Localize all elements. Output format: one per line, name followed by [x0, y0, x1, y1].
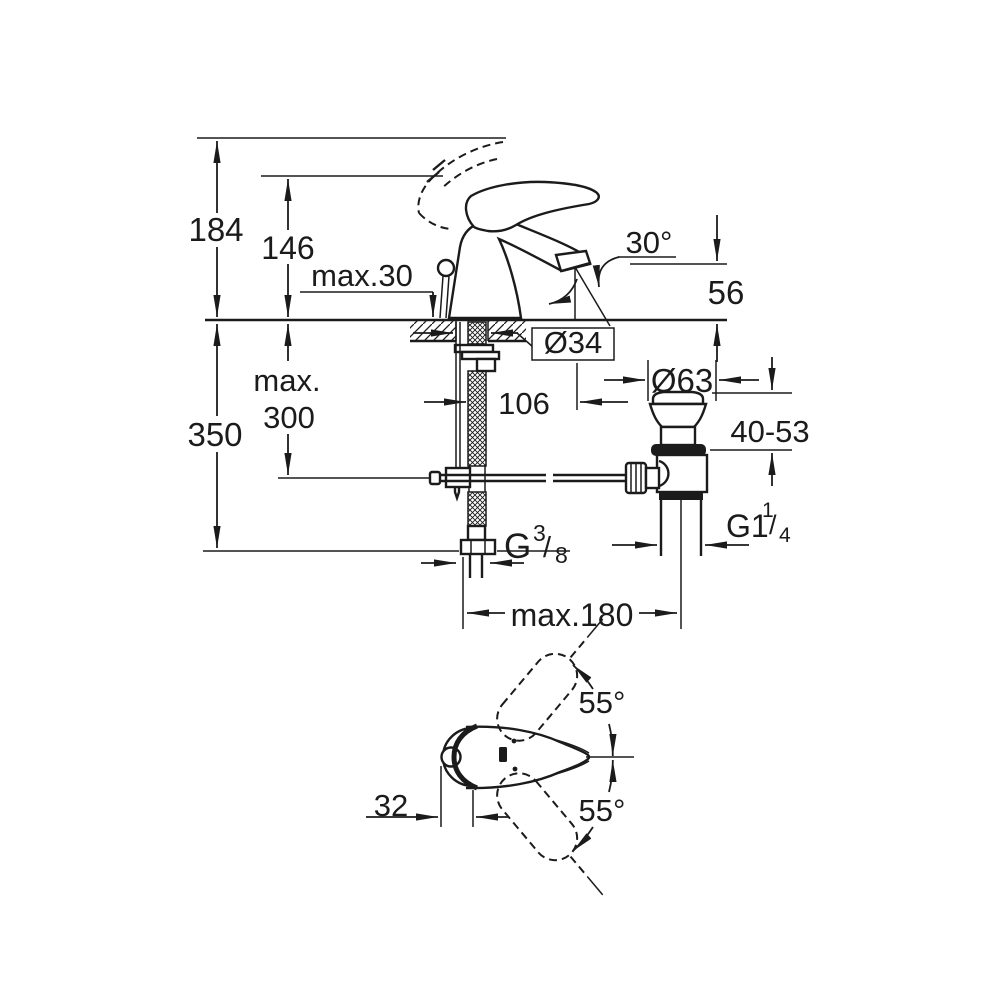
waste-body [655, 453, 709, 494]
svg-text:G1: G1 [726, 508, 769, 544]
braided-hose-lower [467, 491, 487, 527]
dim-label-below-deck-max-1: max. [253, 363, 320, 398]
dim-label-outlet-height: 56 [708, 274, 745, 311]
drain-valve [624, 390, 709, 556]
dim-label-hole-diameter: Ø34 [544, 325, 603, 360]
svg-text:/: / [543, 532, 552, 564]
dim-label-overall-height: 184 [188, 211, 243, 248]
hose-nut [459, 538, 497, 556]
lever-marker [499, 747, 507, 762]
dim-label-waste-flange: Ø63 [651, 362, 713, 399]
dim-label-swivel-lower: 55° [579, 793, 626, 828]
extension-lines [197, 137, 792, 629]
dim-label-lever-offset: 32 [374, 788, 408, 823]
lever-top-view [470, 725, 590, 790]
faucet-lever-raised-dashed [417, 141, 504, 230]
dim-label-spout-angle: 30° [626, 225, 673, 260]
dim-label-waste-thread: G1 1 / 4 [726, 499, 791, 547]
lever-offset-dimension [366, 766, 508, 827]
lever-swivel-down-dashed [496, 772, 604, 896]
dim-label-spout-reach: 106 [498, 386, 550, 421]
valve-collar [659, 491, 703, 500]
dim-label-supply-thread: G 3 / 8 [504, 520, 568, 568]
dimension-lines [213, 141, 776, 617]
dim-label-below-deck-max-2: 300 [263, 400, 315, 435]
dim-label-deck-thickness: max.30 [311, 258, 413, 293]
popup-knob [436, 258, 456, 278]
waste-plug-cap [651, 390, 705, 406]
supply-hose-and-rod [428, 321, 627, 578]
faucet-lever [464, 180, 600, 233]
faucet-top-view [366, 618, 634, 896]
hose-fitting [466, 524, 487, 542]
flow-direction-arrow [548, 278, 578, 305]
rod-clamp [444, 466, 472, 489]
lever-swivel-up-dashed [496, 618, 604, 742]
dim-label-below-deck-total: 350 [187, 416, 242, 453]
dim-label-swivel-upper: 55° [579, 685, 626, 720]
waste-gasket [651, 444, 706, 456]
stream-angled-line [574, 266, 611, 327]
svg-text:1: 1 [762, 499, 774, 522]
dim-label-rod-reach: max.180 [511, 597, 634, 633]
lever-base-arc [451, 723, 479, 791]
braided-hose-middle [467, 370, 487, 467]
swivel-angle-arc [572, 664, 634, 852]
svg-text:8: 8 [555, 542, 568, 568]
svg-text:/: / [769, 510, 777, 540]
dimension-labels: 184 146 max.30 30° 56 Ø34 Ø63 106 max. 3… [187, 211, 809, 828]
spout-angle-leader [592, 256, 620, 288]
aerator [554, 249, 592, 273]
popup-knob-top-view [440, 746, 462, 768]
svg-text:G: G [504, 527, 531, 566]
dim-label-waste-range: 40-53 [730, 414, 809, 449]
faucet-side-view [417, 141, 611, 327]
deck-section [410, 321, 526, 343]
dim-label-lever-height: 146 [261, 230, 314, 266]
svg-text:3: 3 [533, 520, 546, 546]
knob-stem [644, 466, 661, 490]
hole-diameter-label-box [531, 327, 615, 361]
svg-text:4: 4 [779, 524, 791, 547]
rod-ball-end [428, 470, 442, 486]
waste-neck [659, 425, 697, 447]
braided-hose-upper [467, 321, 487, 345]
waste-funnel [648, 402, 708, 429]
